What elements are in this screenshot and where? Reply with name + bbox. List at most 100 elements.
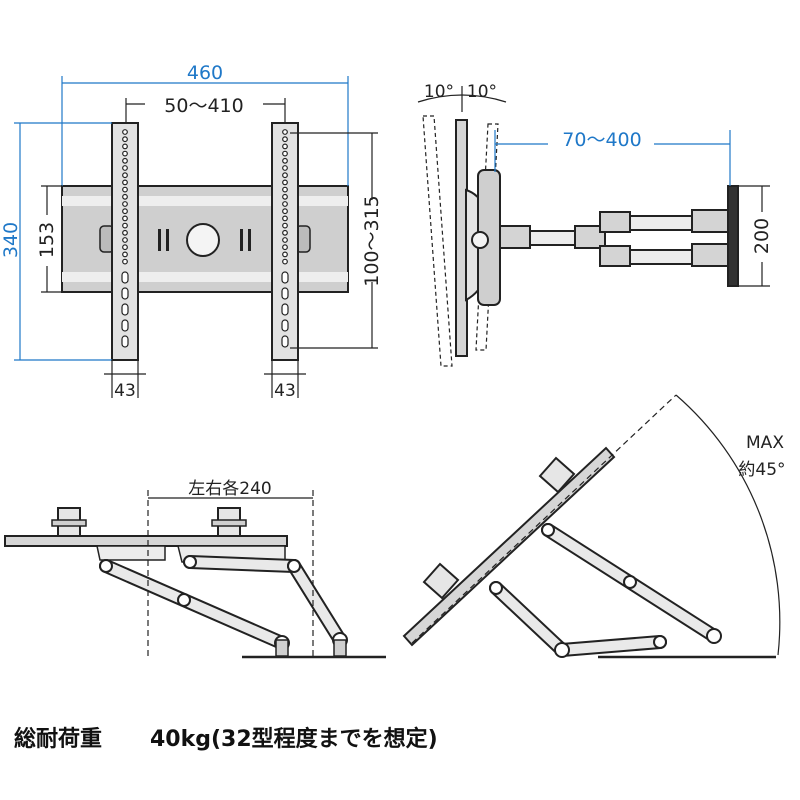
tilt-pivot <box>471 231 489 249</box>
center-hole <box>186 223 220 257</box>
rail-hole <box>122 193 128 200</box>
load-label: 総耐荷重 <box>14 726 102 752</box>
rail-slot <box>121 303 129 316</box>
rail-hole <box>122 251 128 258</box>
rail-hole <box>282 229 288 236</box>
rail-hole <box>282 129 288 135</box>
side-view: 10° 10° 70～400 200 <box>417 82 773 367</box>
tilt-left-label: 10° <box>424 82 454 102</box>
rail-slot <box>281 319 289 332</box>
dim-extension-label-bg <box>548 130 654 150</box>
arm-joint-mid <box>574 225 606 249</box>
rail-hole <box>122 201 128 207</box>
slot-left-b <box>166 229 169 251</box>
swivel-joint-5 <box>287 559 301 573</box>
swivel-joint-2 <box>177 593 191 607</box>
arm-bar-lower-rear <box>629 249 693 265</box>
rail-hole <box>282 186 288 193</box>
swivel-joint-1 <box>99 559 113 573</box>
rotation-joint-4 <box>489 581 503 595</box>
swivel-wall-mount-left <box>275 639 289 657</box>
rail-hole <box>122 186 128 193</box>
rail-slot <box>281 271 289 284</box>
swivel-underplate-left <box>96 545 166 561</box>
rail-hole <box>122 244 128 251</box>
arm-joint-lower-front <box>599 245 631 267</box>
swivel-arm-right-down <box>289 561 345 645</box>
rotation-arm-c <box>557 637 665 655</box>
rail-hole <box>122 215 128 222</box>
rail-hole <box>122 208 128 215</box>
rotation-max-label: MAX <box>746 433 784 453</box>
rotation-view: MAX 約45° <box>402 394 786 659</box>
right-rail-holes <box>281 129 289 348</box>
rail-hole <box>122 172 128 179</box>
rail-hole <box>122 179 128 186</box>
swivel-arm-right-top <box>185 557 299 571</box>
rotation-bracket-upper <box>538 456 576 494</box>
swivel-view: 左右各240 <box>4 479 386 660</box>
plate-highlight-top <box>62 196 348 206</box>
rotation-panel <box>402 446 616 647</box>
rail-hole <box>282 165 288 171</box>
slot-right-b <box>248 229 251 251</box>
rotation-angle-ref <box>411 394 677 644</box>
rotation-bracket-lower <box>422 562 460 600</box>
swivel-joint-4 <box>183 555 197 569</box>
dim-travel-label: 左右各240 <box>188 479 271 499</box>
rail-hole <box>282 157 288 164</box>
dim-wallplate-label: 200 <box>751 218 773 254</box>
rail-slot <box>121 271 129 284</box>
swivel-panel <box>4 535 288 547</box>
wall-plate <box>727 185 739 287</box>
rotation-joint-5 <box>554 642 570 658</box>
dim-width-total-label: 460 <box>187 62 223 84</box>
rotation-angle-label: 約45° <box>738 460 785 480</box>
rail-hole <box>282 215 288 222</box>
swivel-bracket-left-base <box>51 519 87 527</box>
arm-joint-lower-rear <box>691 243 729 267</box>
front-view: 460 50～410 340 153 100～315 43 43 <box>0 62 383 401</box>
arm-joint-upper-front <box>599 211 631 233</box>
dim-height-plate-label: 153 <box>36 222 58 258</box>
rail-slot <box>281 335 289 348</box>
swivel-arm-left <box>101 561 287 648</box>
rotation-arm-b <box>491 583 567 655</box>
rail-hole <box>282 222 288 229</box>
rail-hole <box>122 237 128 243</box>
rail-hole <box>282 201 288 207</box>
plate-highlight-bottom <box>62 272 348 282</box>
slot-right-a <box>240 229 243 251</box>
dim-rail-left-label: 43 <box>114 381 136 401</box>
rail-slot <box>121 335 129 348</box>
rotation-joint-3 <box>706 628 722 644</box>
rotation-joint-6 <box>653 635 667 649</box>
rail-hole <box>282 136 288 143</box>
rail-hole <box>122 258 128 265</box>
rail-hole <box>282 172 288 179</box>
rail-hole <box>122 150 128 157</box>
rail-hole <box>122 143 128 150</box>
slot-left-a <box>158 229 161 251</box>
rail-hole <box>122 222 128 229</box>
dim-height-total-label: 340 <box>0 222 22 258</box>
rail-hole <box>282 237 288 243</box>
dim-width-mount-label: 50～410 <box>164 95 243 117</box>
swivel-wall-mount-right <box>333 639 347 657</box>
rail-hole <box>122 229 128 236</box>
swivel-bracket-right-base <box>211 519 247 527</box>
rail-hole <box>282 208 288 215</box>
rail-slot <box>281 303 289 316</box>
arm-joint-upper-rear <box>691 209 729 233</box>
tilt-right-label: 10° <box>467 82 497 102</box>
rail-hole <box>282 193 288 200</box>
left-rail-holes <box>121 129 129 348</box>
rail-hole <box>282 143 288 150</box>
load-value: 40kg(32型程度までを想定) <box>150 726 438 752</box>
rail-hole <box>282 150 288 157</box>
arm-bar-upper <box>629 215 693 231</box>
rail-hole <box>282 244 288 251</box>
rail-slot <box>121 319 129 332</box>
rail-slot <box>281 287 289 300</box>
